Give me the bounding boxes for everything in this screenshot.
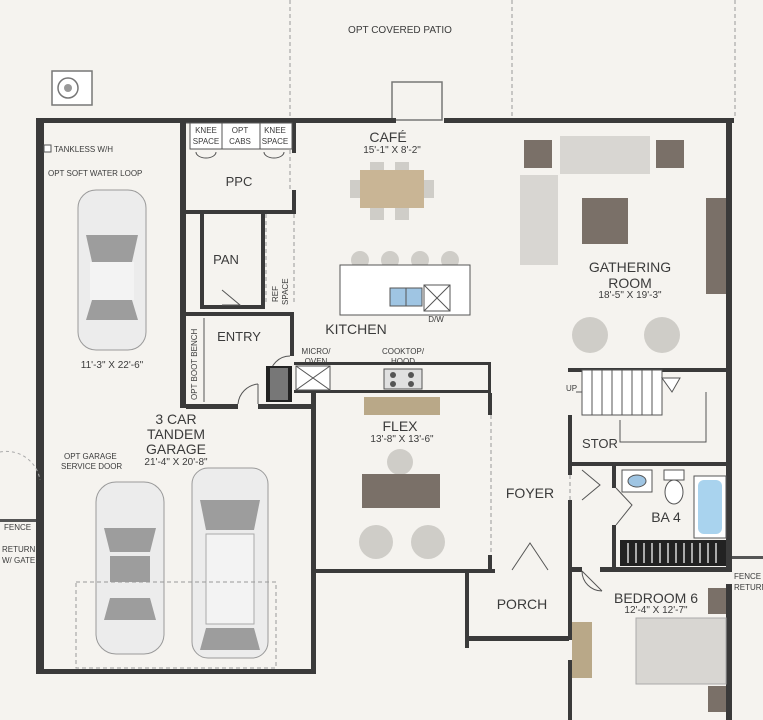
- cafe-table: [350, 162, 434, 220]
- flex-label: FLEX: [382, 418, 418, 434]
- kitchen-island: [339, 251, 471, 316]
- fence-left-line2: RETURN: [2, 545, 36, 554]
- covered-patio-label: OPT COVERED PATIO: [348, 25, 452, 36]
- car-2: [95, 481, 165, 655]
- pantry-label: PAN: [213, 252, 239, 267]
- garage-title-line1: 3 CAR: [155, 411, 196, 427]
- bath-label: BA 4: [651, 509, 681, 525]
- boot-bench-label: OPT BOOT BENCH: [190, 329, 199, 400]
- cafe-dims: 15'-1" X 8'-2": [363, 145, 421, 156]
- bath-fixtures: [620, 469, 727, 566]
- cooktop-line1: COOKTOP/: [382, 347, 425, 356]
- garage-bay-dims: 11'-3" X 22'-6": [81, 360, 144, 371]
- gathering-room-furniture: [520, 136, 726, 353]
- flex-dims: 13'-8" X 13'-6": [370, 434, 434, 445]
- ppc-label: PPC: [226, 174, 253, 189]
- knee-space-2-line2: SPACE: [262, 137, 289, 146]
- micro-oven-line1: MICRO/: [302, 347, 332, 356]
- gathering-room-dims: 18'-5" X 19'-3": [598, 290, 662, 301]
- fence-left-line3: W/ GATE: [2, 556, 35, 565]
- bedroom-dims: 12'-4" X 12'-7": [624, 605, 688, 616]
- cooktop-line2: HOOD: [391, 357, 415, 366]
- stair: UP: [566, 369, 707, 443]
- porch-label: PORCH: [497, 596, 548, 612]
- fence-right-line1: FENCE: [734, 572, 761, 581]
- covered-patio: OPT COVERED PATIO: [289, 0, 736, 121]
- garage-title-line3: GARAGE: [146, 441, 206, 457]
- ppc-desk: [189, 122, 293, 159]
- bedroom-label: BEDROOM 6: [614, 590, 698, 606]
- micro-oven-line2: OVEN: [305, 357, 328, 366]
- ref-space-line1: REF: [271, 286, 280, 302]
- kitchen-label: KITCHEN: [325, 321, 386, 337]
- gathering-room-line2: ROOM: [608, 275, 652, 291]
- flex-furniture: [359, 397, 445, 559]
- ac-unit-icon: [51, 70, 93, 106]
- knee-space-1-line2: SPACE: [193, 137, 220, 146]
- fence-left-line1: FENCE: [4, 523, 31, 532]
- tankless-wh-label: TANKLESS W/H: [54, 145, 113, 154]
- stor-label: STOR: [582, 436, 618, 451]
- soft-water-label: OPT SOFT WATER LOOP: [48, 169, 142, 178]
- car-3: [191, 467, 269, 659]
- car-1: [77, 189, 147, 351]
- garage-title-line2: TANDEM: [147, 426, 205, 442]
- knee-space-2-line1: KNEE: [264, 126, 286, 135]
- dw-label: D/W: [428, 315, 444, 324]
- stair-up-label: UP: [566, 384, 577, 393]
- opt-cabs-line1: OPT: [232, 126, 249, 135]
- walls: [36, 118, 734, 720]
- ref-space-line2: SPACE: [281, 278, 290, 305]
- kitchen-appliances: [266, 365, 423, 402]
- gathering-room-line1: GATHERING: [589, 259, 671, 275]
- entry-label: ENTRY: [217, 329, 261, 344]
- fence-right-line2: RETURN: [734, 583, 763, 592]
- service-door-line2: SERVICE DOOR: [61, 462, 122, 471]
- garage-dims: 21'-4" X 20'-8": [144, 457, 208, 468]
- opt-cabs-line2: CABS: [229, 137, 251, 146]
- foyer-label: FOYER: [506, 485, 554, 501]
- service-door-line1: OPT GARAGE: [64, 452, 117, 461]
- cafe-label: CAFÉ: [369, 129, 406, 145]
- bedroom-furniture: [572, 588, 727, 712]
- knee-space-1-line1: KNEE: [195, 126, 217, 135]
